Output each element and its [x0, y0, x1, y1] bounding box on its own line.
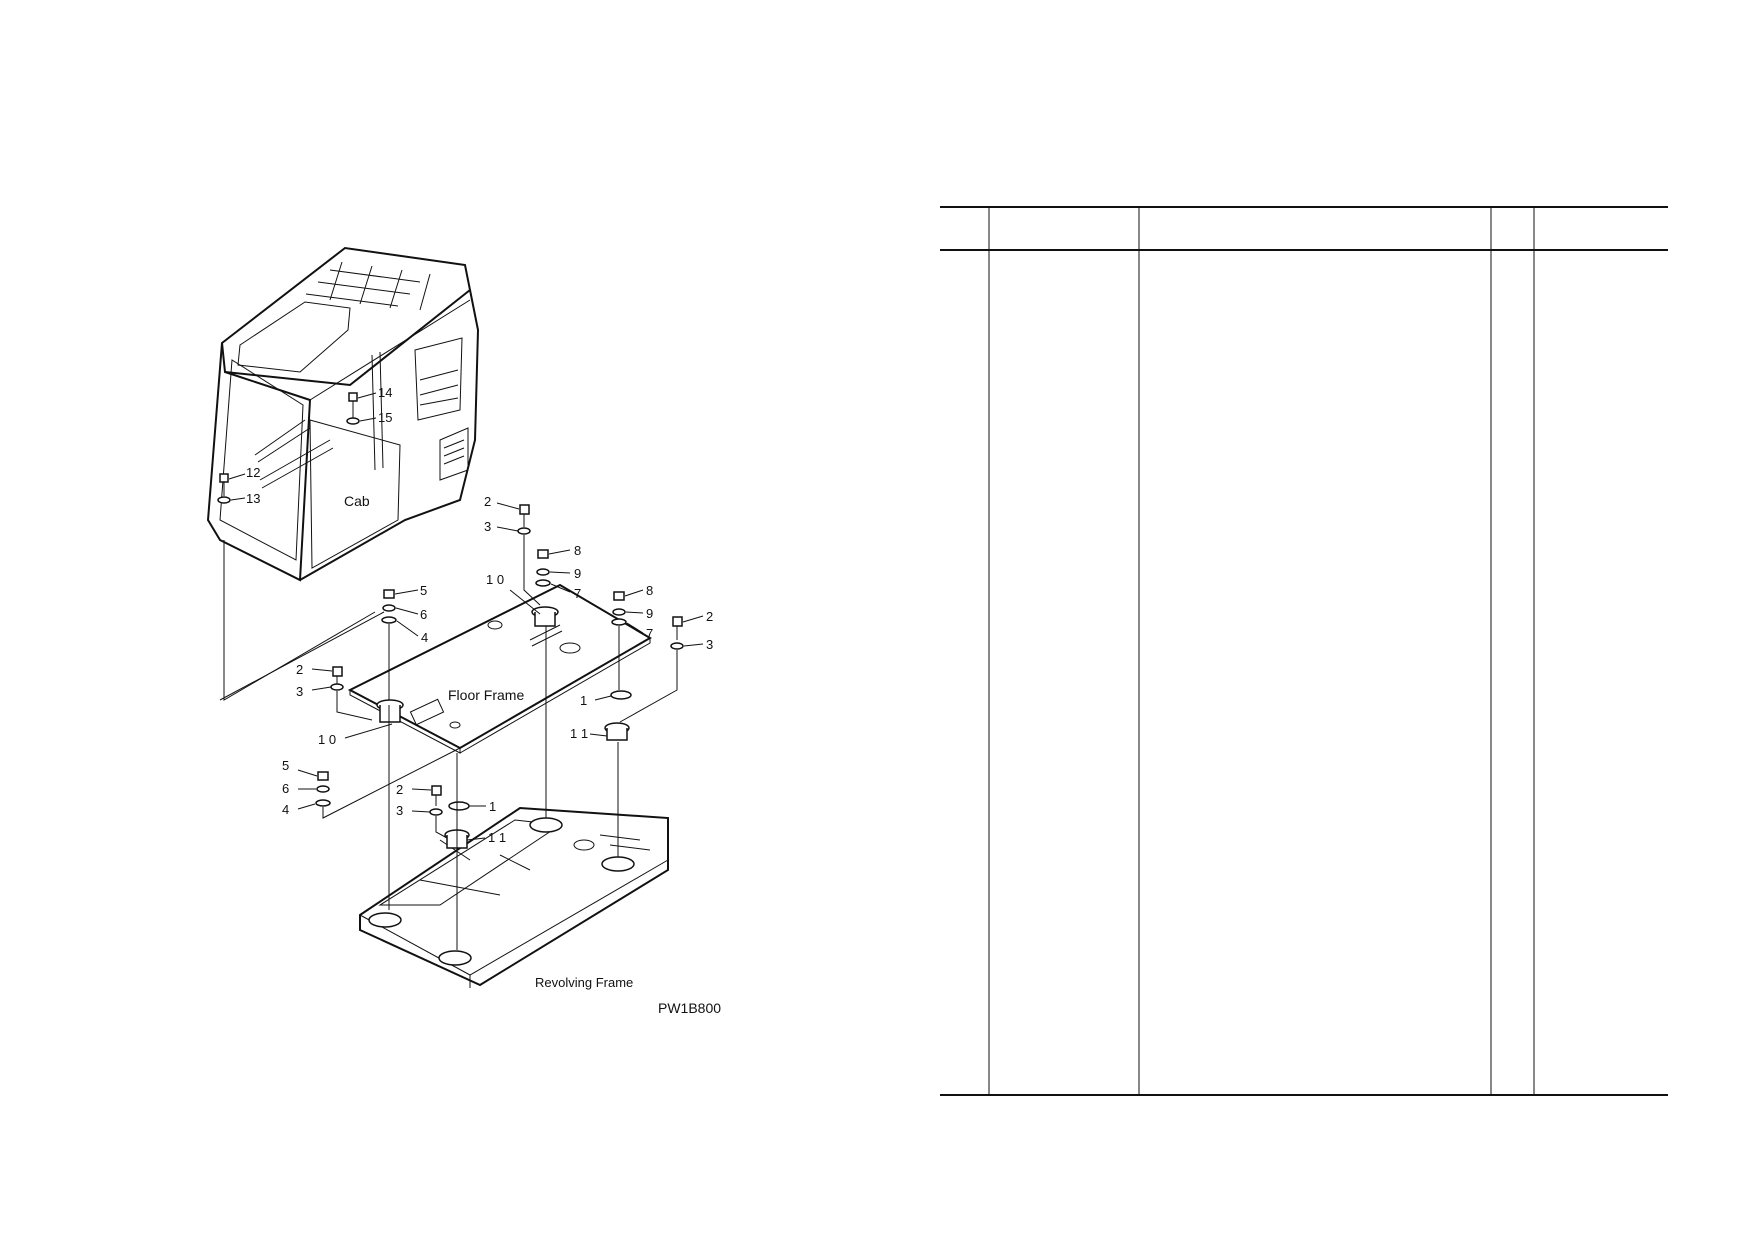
callout-4: 4 [421, 630, 428, 645]
callout-8: 8 [646, 583, 653, 598]
callout-1: 1 [489, 799, 496, 814]
callout-9: 9 [574, 566, 581, 581]
callout-9: 9 [646, 606, 653, 621]
callout-10: 1 0 [318, 732, 336, 747]
revolving-frame-label: Revolving Frame [535, 975, 633, 990]
callout-2: 2 [484, 494, 491, 509]
callout-2: 2 [706, 609, 713, 624]
callout-6: 6 [282, 781, 289, 796]
callout-5: 5 [282, 758, 289, 773]
exploded-parts-diagram: Cab Floor Frame Revolving Frame PW1B800 … [206, 246, 721, 1016]
cab-label: Cab [344, 493, 370, 509]
callout-6: 6 [420, 607, 427, 622]
table-grid [940, 206, 1668, 1096]
revolving-frame-drawing [359, 806, 669, 988]
diagram-canvas: Cab Floor Frame Revolving Frame PW1B800 … [206, 246, 721, 1016]
callout-13: 13 [246, 491, 260, 506]
figure-code: PW1B800 [658, 1000, 721, 1016]
callout-2: 2 [296, 662, 303, 677]
floor-frame-drawing [344, 583, 652, 754]
callout-5: 5 [420, 583, 427, 598]
callout-1: 1 [580, 693, 587, 708]
callout-14: 14 [378, 385, 392, 400]
fastener-stacks [219, 502, 704, 950]
callout-8: 8 [574, 543, 581, 558]
callout-11: 1 1 [570, 726, 588, 741]
floor-frame-label: Floor Frame [448, 687, 524, 703]
callout-3: 3 [706, 637, 713, 652]
callout-7: 7 [646, 626, 653, 641]
callout-7: 7 [574, 586, 581, 601]
cab-drawing [206, 246, 480, 701]
callout-3: 3 [296, 684, 303, 699]
callout-4: 4 [282, 802, 289, 817]
callout-11: 1 1 [488, 830, 506, 845]
callout-15: 15 [378, 410, 392, 425]
callout-10: 1 0 [486, 572, 504, 587]
callout-3: 3 [396, 803, 403, 818]
parts-list-table [940, 206, 1668, 1096]
callout-12: 12 [246, 465, 260, 480]
callout-3: 3 [484, 519, 491, 534]
callout-2: 2 [396, 782, 403, 797]
